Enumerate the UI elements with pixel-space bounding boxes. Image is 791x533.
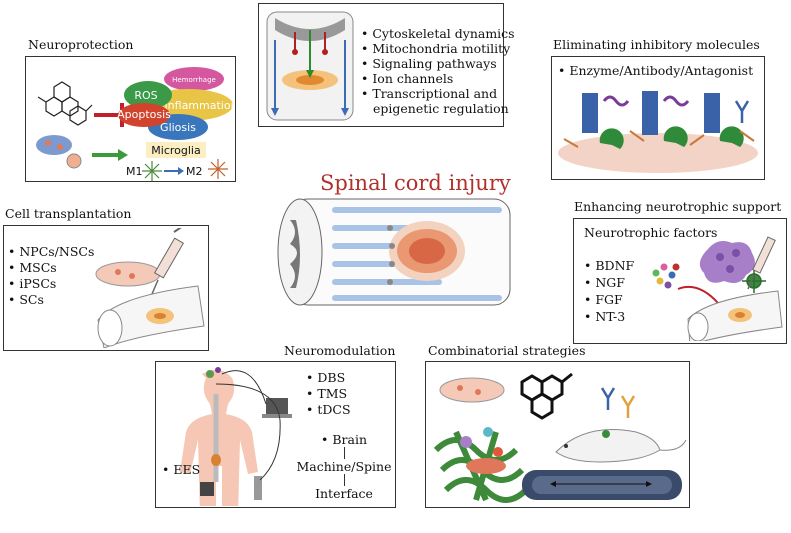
neurotrophic-diagram bbox=[652, 236, 783, 341]
bmi-connector bbox=[343, 474, 345, 486]
wearable-sensor-icon bbox=[254, 476, 262, 500]
intrinsic-list: Cytoskeletal dynamics Mitochondria motil… bbox=[361, 26, 515, 116]
intrinsic-item: Transcriptional and bbox=[361, 86, 515, 101]
receptor-icon bbox=[582, 93, 598, 133]
molecule-icon bbox=[520, 372, 573, 420]
petri-dish-icon bbox=[95, 261, 161, 287]
neuromodulation-list: DBS TMS tDCS bbox=[306, 370, 351, 418]
antibody-icon bbox=[600, 387, 636, 418]
bmi-connector bbox=[343, 447, 345, 459]
microglia-bg bbox=[146, 142, 206, 158]
intrinsic-item: Cytoskeletal dynamics bbox=[361, 26, 514, 41]
laptop-icon bbox=[262, 398, 292, 418]
combinatorial-box bbox=[425, 361, 690, 508]
cell-item: SCs bbox=[8, 292, 94, 308]
cell-item: iPSCs bbox=[8, 276, 94, 292]
ees-label: EES bbox=[162, 462, 200, 477]
apoptosis-text: Apoptosis bbox=[117, 108, 171, 121]
syringe-icon bbox=[747, 236, 776, 290]
combinatorial-diagram bbox=[433, 372, 687, 503]
neurotrophic-label: Enhancing neurotrophic support bbox=[574, 199, 782, 214]
m2-microglia-icon bbox=[208, 159, 228, 179]
neuromodulation-item: DBS bbox=[306, 370, 351, 386]
neurotrophic-item: NGF bbox=[584, 274, 634, 291]
cell-list: NPCs/NSCs MSCs iPSCs SCs bbox=[8, 244, 94, 308]
bmi-stack: Brain Machine/Spine Interface bbox=[296, 432, 392, 501]
intrinsic-item: Ion channels bbox=[361, 71, 515, 86]
page-title: Spinal cord injury bbox=[320, 171, 511, 195]
neuromodulation-item: TMS bbox=[306, 386, 351, 402]
molecule-icon bbox=[37, 81, 93, 126]
delivery-arrow-icon bbox=[677, 285, 719, 304]
combinatorial-label: Combinatorial strategies bbox=[428, 343, 586, 358]
scaffold-icon bbox=[36, 135, 72, 155]
eliminating-box: Enzyme/Antibody/Antagonist bbox=[551, 56, 765, 180]
hemorrhage-ellipse bbox=[164, 67, 224, 91]
pulse-generator-icon bbox=[200, 482, 214, 496]
intrinsic-item: epigenetic regulation bbox=[373, 101, 509, 116]
human-body-diagram bbox=[180, 367, 292, 506]
inflammation-text: Inflammation bbox=[164, 99, 235, 112]
neurotrophic-box: Neurotrophic factors BDNF NGF FGF NT-3 bbox=[573, 218, 787, 344]
enzyme-icon bbox=[719, 126, 744, 147]
bmi-brain: Brain bbox=[296, 432, 392, 447]
neuroprotection-label: Neuroprotection bbox=[28, 37, 134, 52]
neurotrophic-subtitle: Neurotrophic factors bbox=[584, 225, 718, 240]
m1-microglia-icon bbox=[142, 161, 162, 181]
spinal-cord-diagram bbox=[277, 198, 511, 306]
stimulator-icon bbox=[211, 454, 221, 466]
ros-text: ROS bbox=[134, 89, 157, 102]
cell-transplantation-label: Cell transplantation bbox=[5, 206, 132, 221]
ros-ellipse bbox=[124, 81, 172, 109]
m2-arrow-icon bbox=[164, 167, 184, 175]
cell-cluster-icon bbox=[699, 241, 755, 283]
neurotrophic-list: BDNF NGF FGF NT-3 bbox=[584, 257, 634, 325]
treadmill-icon bbox=[522, 470, 682, 500]
receptor-icon bbox=[642, 91, 658, 135]
neurotrophic-item: FGF bbox=[584, 291, 634, 308]
neuroprotection-box: Hemorrhage Inflammation ROS Gliosis Apop… bbox=[25, 56, 238, 182]
body-icon bbox=[180, 369, 258, 506]
gliosis-text: Gliosis bbox=[160, 121, 196, 134]
antibody-icon bbox=[734, 100, 750, 123]
enzyme-icon bbox=[599, 128, 624, 149]
eliminating-label: Eliminating inhibitory molecules bbox=[553, 37, 760, 52]
m1-text: M1 bbox=[126, 165, 143, 178]
bmi-interface: Interface bbox=[315, 486, 373, 501]
petri-dish-icon bbox=[439, 377, 505, 403]
nanoparticle-icon bbox=[66, 153, 82, 169]
rat-icon bbox=[555, 429, 687, 463]
m2-text: M2 bbox=[186, 165, 203, 178]
bmi-machine: Machine/Spine bbox=[296, 459, 392, 474]
cell-item: MSCs bbox=[8, 260, 94, 276]
neuroprotection-diagram: Hemorrhage Inflammation ROS Gliosis Apop… bbox=[36, 67, 238, 181]
intrinsic-item: Mitochondria motility bbox=[361, 41, 515, 56]
transplant-diagram bbox=[95, 228, 205, 348]
eliminating-item: Enzyme/Antibody/Antagonist bbox=[558, 63, 753, 78]
neurotrophic-item: BDNF bbox=[584, 257, 634, 274]
inhibitory-molecules-diagram bbox=[558, 91, 758, 173]
promote-arrow-icon bbox=[92, 149, 128, 161]
cell-item: NPCs/NSCs bbox=[8, 244, 94, 260]
microglia-text: Microglia bbox=[151, 144, 200, 157]
neurotrophic-item: NT-3 bbox=[584, 308, 634, 325]
gray-matter-icon bbox=[290, 220, 300, 288]
neuromodulation-item: tDCS bbox=[306, 402, 350, 418]
growth-factor-icon bbox=[652, 263, 680, 289]
neuromodulation-box: EES DBS TMS tDCS Brain Machine/Spine Int… bbox=[155, 361, 396, 508]
cell-transplantation-box: NPCs/NSCs MSCs iPSCs SCs bbox=[3, 225, 209, 351]
electrode-icon bbox=[206, 370, 214, 378]
hemorrhage-text: Hemorrhage bbox=[172, 76, 216, 84]
neuromodulation-label: Neuromodulation bbox=[284, 343, 396, 358]
intrinsic-item: Signaling pathways bbox=[361, 56, 515, 71]
axon-diagram bbox=[266, 11, 354, 121]
receptor-icon bbox=[704, 93, 720, 133]
syringe-icon bbox=[151, 228, 185, 295]
enzyme-icon bbox=[663, 126, 688, 147]
intrinsic-box: Cytoskeletal dynamics Mitochondria motil… bbox=[258, 3, 515, 127]
apoptosis-ellipse bbox=[118, 103, 170, 127]
